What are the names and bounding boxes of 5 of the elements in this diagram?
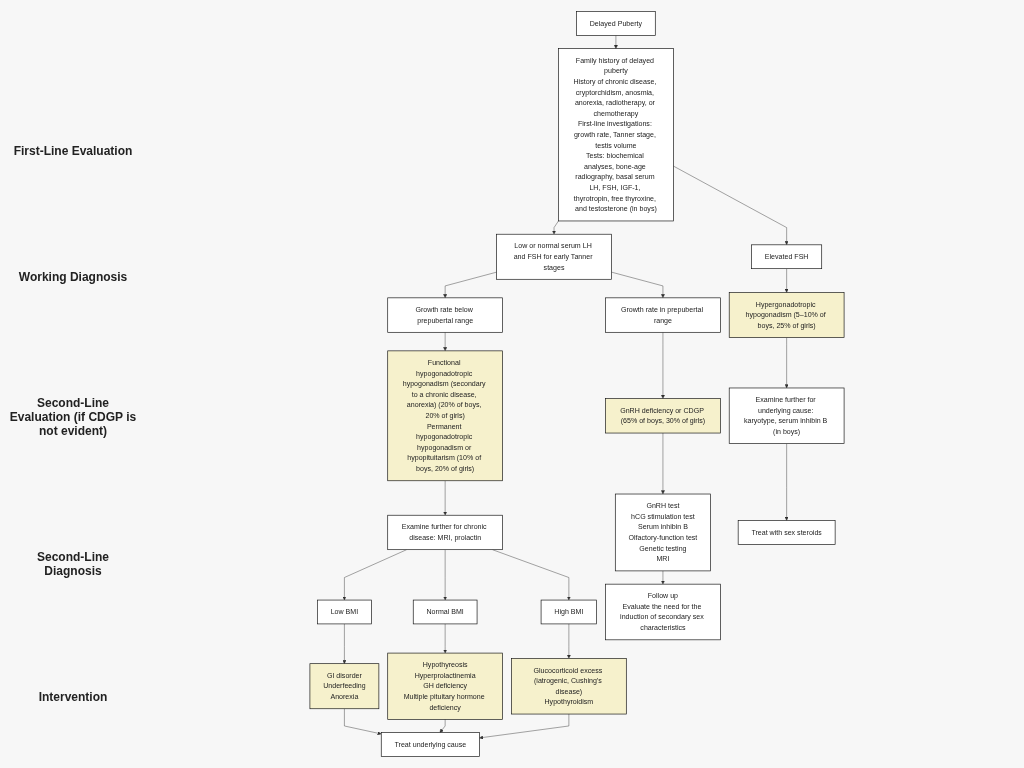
row-label: Working Diagnosis: [17, 270, 129, 284]
row-label: Second-Line Diagnosis: [36, 550, 110, 578]
row-label: Intervention: [37, 690, 109, 704]
row-label: Second-Line Evaluation (if CDGP is not evident): [8, 396, 138, 438]
row-label: First-Line Evaluation: [12, 144, 134, 158]
